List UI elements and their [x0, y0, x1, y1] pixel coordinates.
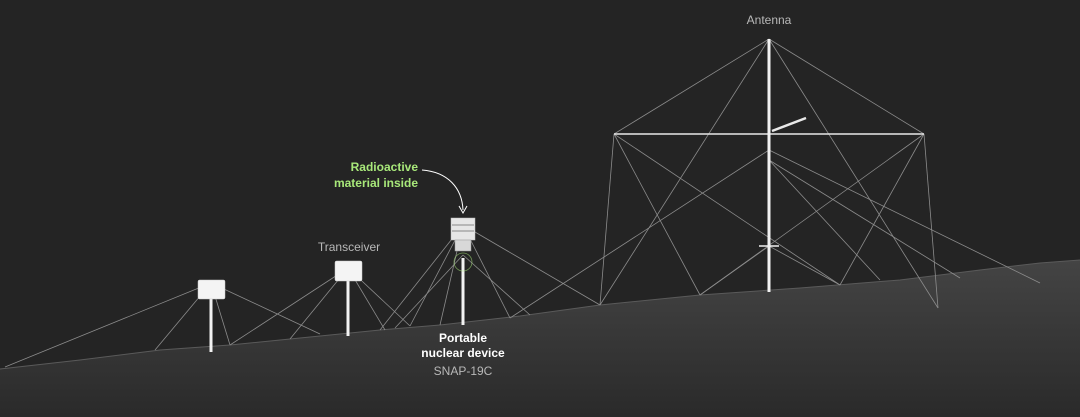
device-label-line2: nuclear device [421, 346, 505, 360]
hillside-ground [0, 260, 1080, 417]
left-unit [197, 279, 226, 352]
antenna-feed [771, 116, 807, 133]
transceiver-unit [334, 260, 363, 336]
transceiver-label: Transceiver [317, 240, 381, 254]
arrow-head-icon [458, 205, 468, 215]
radioactive-label-line2: material inside [333, 176, 418, 190]
device-model-label: SNAP-19C [433, 364, 493, 378]
device-label: Portable nuclear device SNAP-19C [413, 331, 513, 378]
ground-edge [0, 259, 1080, 370]
device-label-line1: Portable [438, 331, 487, 345]
nuclear-device [450, 217, 476, 325]
radioactive-pointer-arrow [421, 169, 464, 211]
radioactive-label-line1: Radioactive [350, 160, 418, 174]
antenna-label: Antenna [746, 13, 792, 27]
radioactive-label: Radioactive material inside [308, 159, 418, 191]
